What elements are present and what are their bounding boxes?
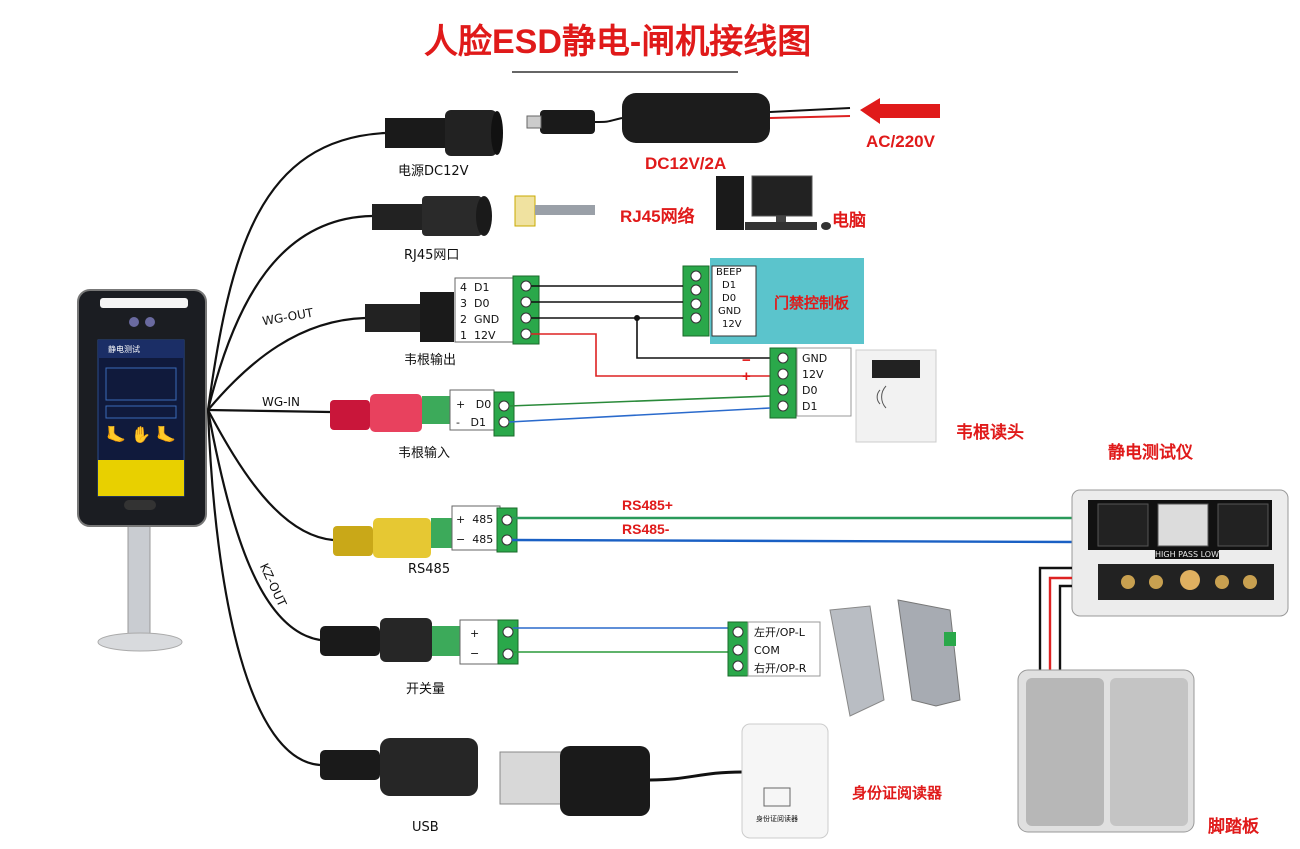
power-port-label: 电源DC12V	[398, 164, 469, 179]
foot-plate-label: 脚踏板	[1208, 817, 1259, 836]
adapter-label: DC12V/2A	[645, 154, 727, 173]
turnstile-gates	[829, 599, 961, 717]
rj45-jack	[372, 196, 492, 236]
usb-port-label: USB	[412, 820, 439, 835]
gate-terminal-labels: 左开/OP-L COM 右开/OP-R	[754, 626, 807, 675]
computer-label: 电脑	[832, 211, 866, 230]
id-reader-label: 身份证阅读器	[852, 785, 943, 802]
power-adapter	[526, 93, 851, 143]
wg-in-port-label: 韦根输入	[398, 446, 451, 461]
wiegand-reader-label: 韦根读头	[956, 423, 1024, 442]
device-cables	[206, 131, 386, 767]
dc-barrel-connector	[385, 110, 503, 156]
rj45-port-label: RJ45网口	[404, 248, 460, 263]
gate-terminal	[727, 621, 821, 677]
wg-in-wire-d1	[508, 407, 771, 423]
board-terminal	[682, 265, 757, 337]
face-terminal: 🦶 ✋ 🦶	[77, 289, 207, 652]
esd-tester-label: 静电测试仪	[1108, 443, 1193, 462]
wg-out-wires	[531, 285, 772, 377]
wg-out-port-label: 韦根输出	[404, 353, 457, 368]
ac-label: AC/220V	[866, 132, 935, 151]
id-card-reader-device	[741, 723, 829, 839]
wg-out-terminal-labels: 4 D1 3 D0 2 GND 1 12V	[460, 280, 499, 344]
rs485-terminal-labels: + 485 − 485	[456, 513, 494, 546]
network-label: RJ45网络	[620, 207, 695, 226]
wg-in-connector	[330, 389, 515, 437]
rs485-minus-label: RS485-	[622, 521, 670, 537]
wg-out-row: 1 12V	[460, 329, 496, 342]
board-terminal-labels: BEEP D1 D0 GND 12V	[716, 267, 742, 330]
foot-plate-wires	[1038, 566, 1072, 670]
network-cable	[514, 195, 595, 227]
access-board-label: 门禁控制板	[774, 295, 850, 312]
rs485-minus-wire	[511, 538, 1079, 544]
reader-terminal-labels: GND 12V D0 D1	[802, 352, 828, 413]
id-reader-device-text: 身份证阅读器	[756, 815, 798, 823]
wg-in-wire-d0	[508, 395, 771, 407]
foot-plate-device	[1017, 669, 1195, 833]
wg-out-row: 2 GND	[460, 313, 500, 326]
ac-arrow	[860, 98, 940, 124]
wiegand-reader-device	[855, 349, 937, 443]
reader-plus-label: +	[742, 368, 751, 385]
wg-out-connector	[365, 275, 540, 345]
wg-out-row: 4 D1	[460, 281, 490, 294]
switch-port-label: 开关量	[406, 682, 446, 697]
rs485-plus-label: RS485+	[622, 497, 673, 513]
reader-minus-label: −	[742, 352, 751, 369]
svg-text:🦶 ✋ 🦶: 🦶 ✋ 🦶	[106, 425, 176, 444]
rs485-port-label: RS485	[408, 562, 451, 577]
wg-in-terminal-labels: + D0 - D1	[456, 398, 492, 429]
page-title: 人脸ESD静电-闸机接线图	[424, 23, 812, 61]
reader-terminal	[769, 347, 852, 419]
wg-out-row: 3 D0	[460, 297, 490, 310]
wg-in-cable-label: WG-IN	[262, 395, 301, 409]
switch-terminal-labels: + −	[470, 627, 480, 660]
computer	[716, 175, 831, 230]
tester-panel-text: HIGH PASS LOW	[1155, 550, 1219, 559]
switch-connector	[320, 618, 519, 665]
usb-connector	[320, 738, 743, 816]
screen-title: 静电测试	[108, 345, 140, 354]
